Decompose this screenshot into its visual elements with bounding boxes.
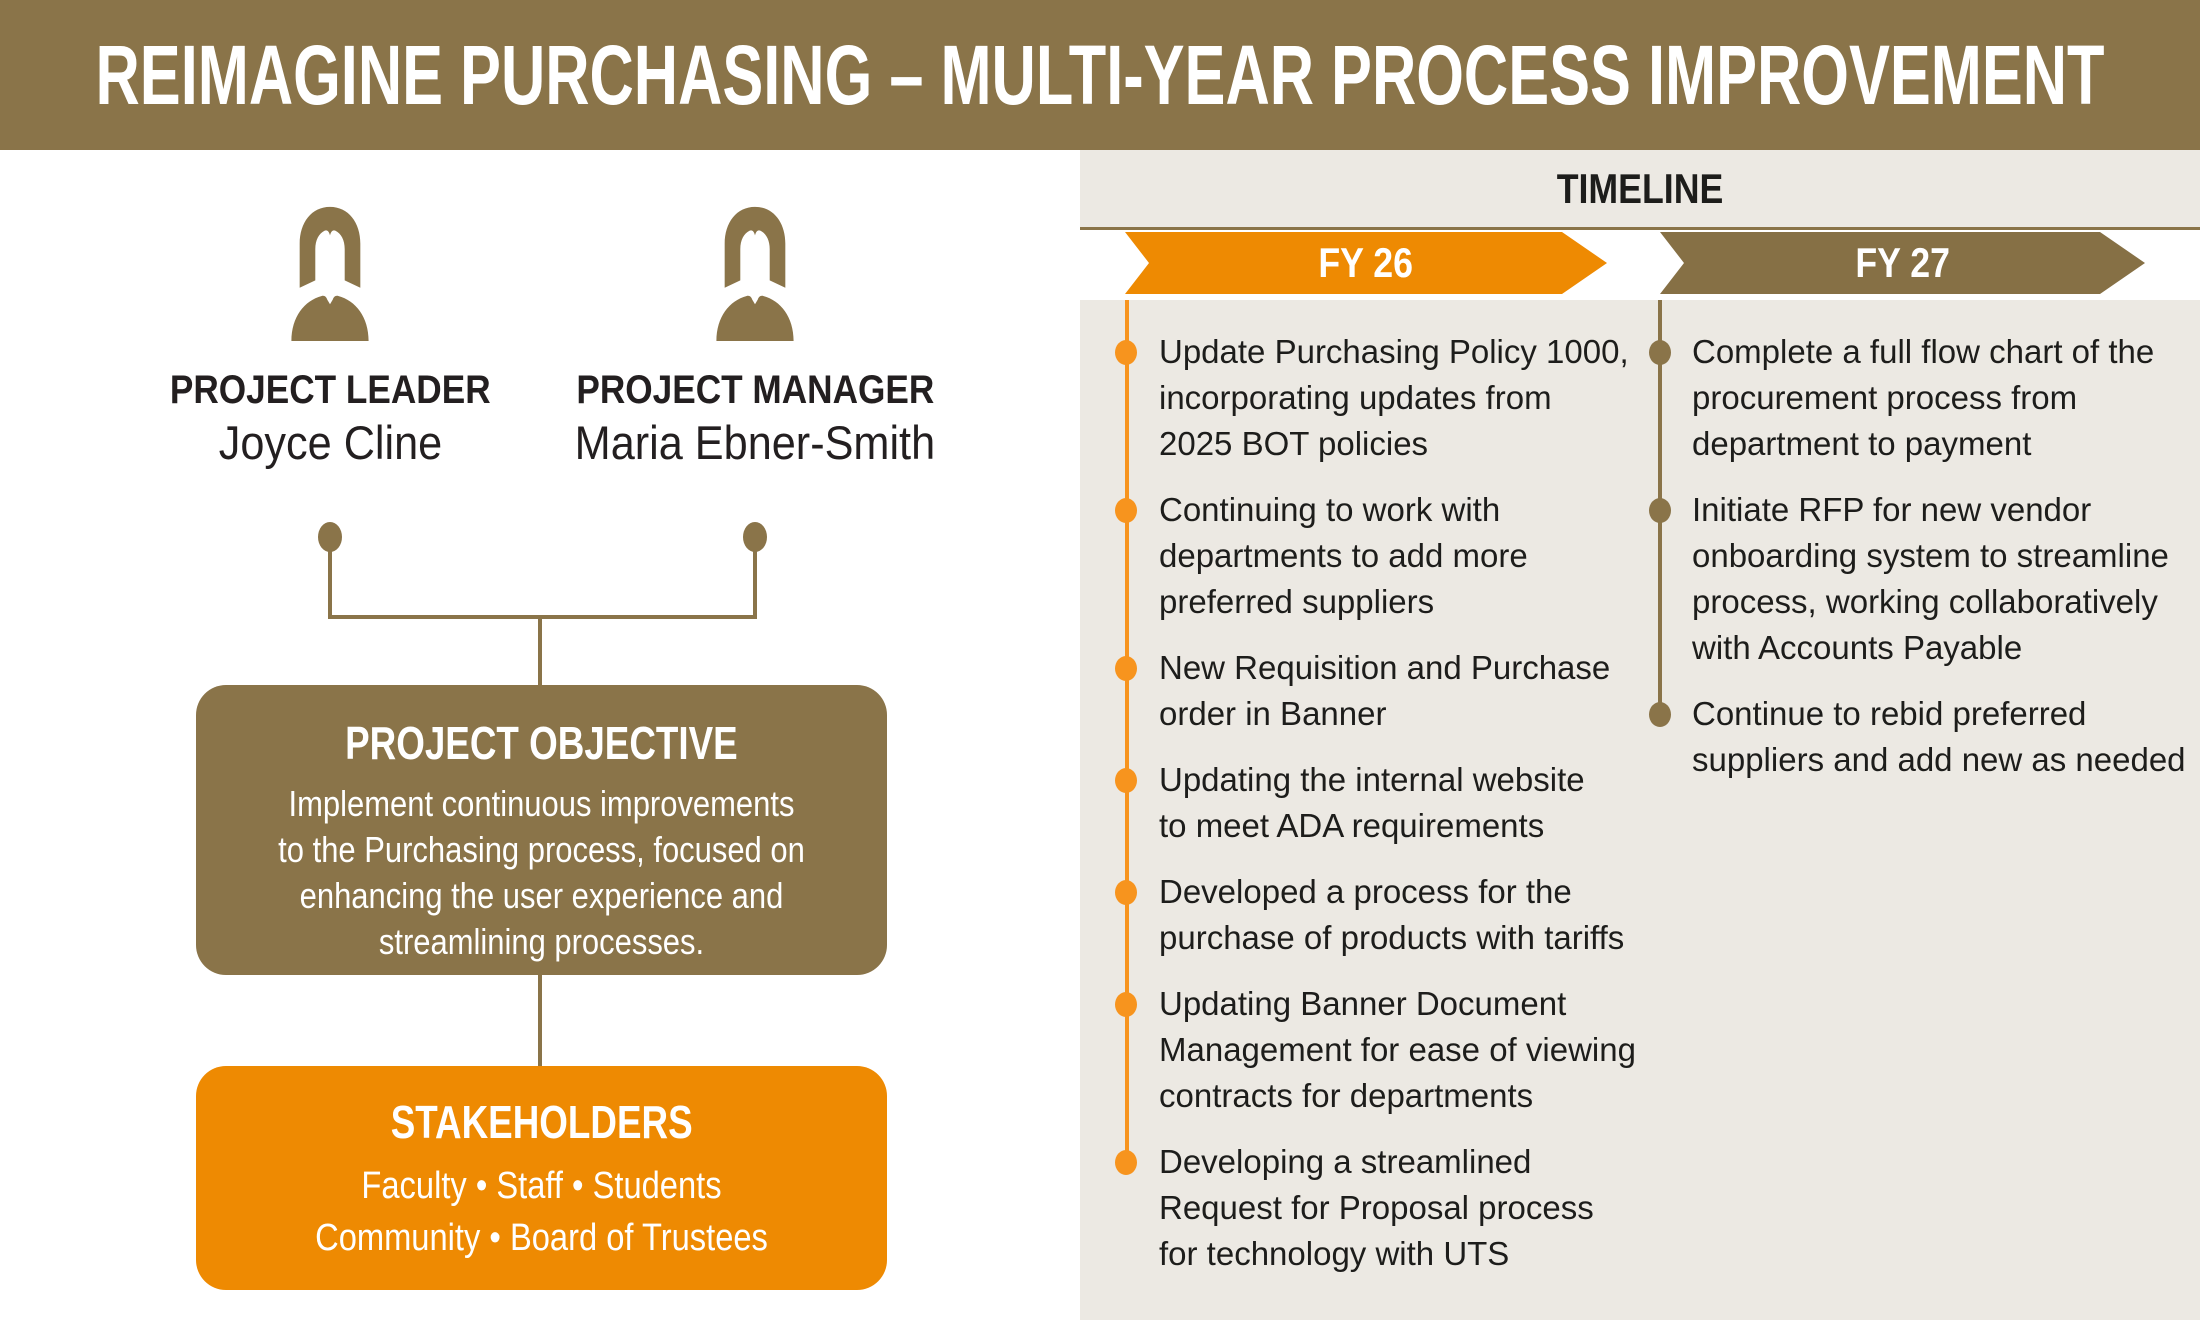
connector-line [328, 537, 332, 619]
female-person-icon [716, 206, 794, 341]
member-name: Joyce Cline [218, 416, 442, 469]
fy26-timeline-line [1125, 300, 1129, 1164]
timeline-item: Developing a streamlined Request for Pro… [1115, 1139, 1659, 1277]
stakeholders-body: Faculty • Staff • Students Community • B… [315, 1165, 768, 1259]
connector-line [538, 975, 542, 1066]
fy26-arrow-banner: FY 26 [1125, 232, 1607, 294]
objective-title: PROJECT OBJECTIVE [345, 717, 738, 769]
stakeholders-box: STAKEHOLDERS Faculty • Staff • Students … [196, 1066, 887, 1290]
fy27-label: FY 27 [1855, 239, 1950, 286]
header-banner: REIMAGINE PURCHASING – MULTI-YEAR PROCES… [0, 0, 2200, 150]
timeline-item: Update Purchasing Policy 1000, incorpora… [1115, 329, 1659, 467]
page-title: REIMAGINE PURCHASING – MULTI-YEAR PROCES… [95, 27, 2105, 122]
stakeholders-title: STAKEHOLDERS [390, 1096, 693, 1148]
member-project-manager: PROJECT MANAGER Maria Ebner-Smith [525, 205, 985, 469]
timeline-item: Developed a process for the purchase of … [1115, 869, 1659, 961]
timeline-item: Initiate RFP for new vendor onboarding s… [1649, 487, 2197, 671]
connector-line [328, 615, 757, 619]
fy27-item-list: Complete a full flow chart of the procur… [1649, 329, 2197, 803]
member-name: Maria Ebner-Smith [574, 416, 936, 469]
timeline-item: Continuing to work with departments to a… [1115, 487, 1659, 625]
connector-line [753, 537, 757, 619]
timeline-title: TIMELINE [1556, 164, 1724, 212]
timeline-item: Updating Banner Document Management for … [1115, 981, 1659, 1119]
fy26-item-list: Update Purchasing Policy 1000, incorpora… [1115, 329, 1659, 1297]
timeline-item: Complete a full flow chart of the procur… [1649, 329, 2197, 467]
timeline-header: TIMELINE [1080, 150, 2200, 227]
member-project-leader: PROJECT LEADER Joyce Cline [100, 205, 560, 469]
timeline-item: Updating the internal website to meet AD… [1115, 757, 1659, 849]
role-label: PROJECT MANAGER [576, 368, 934, 412]
role-label: PROJECT LEADER [169, 368, 491, 412]
objective-box: PROJECT OBJECTIVE Implement continuous i… [196, 685, 887, 975]
connector-line [538, 617, 542, 685]
timeline-item: Continue to rebid preferred suppliers an… [1649, 691, 2197, 783]
fy27-arrow-banner: FY 27 [1660, 232, 2145, 294]
fy26-label: FY 26 [1318, 239, 1414, 286]
objective-body: Implement continuous improvements to the… [278, 783, 805, 962]
timeline-panel: Update Purchasing Policy 1000, incorpora… [1080, 300, 2200, 1320]
timeline-item: New Requisition and Purchase order in Ba… [1115, 645, 1659, 737]
female-person-icon [291, 206, 369, 341]
timeline-divider-rule [1080, 227, 2200, 230]
